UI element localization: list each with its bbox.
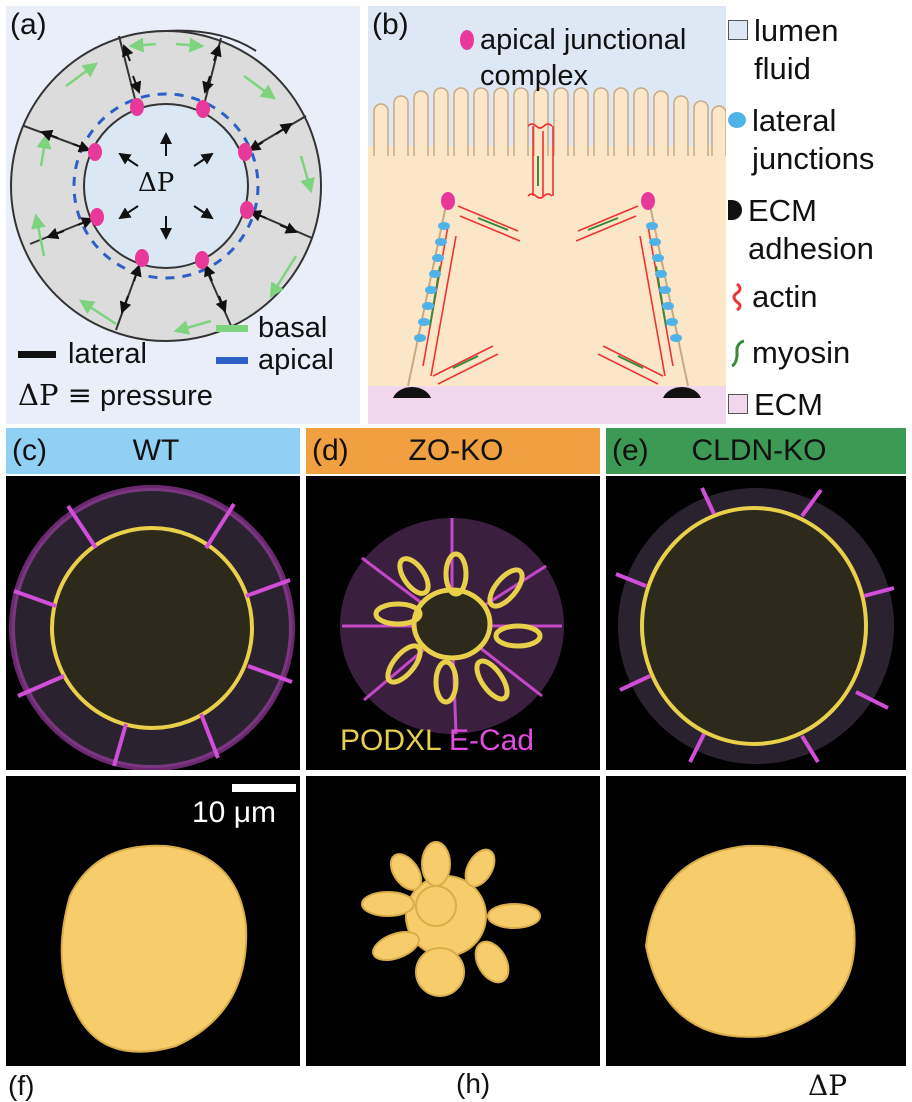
scale-bar xyxy=(232,784,296,792)
pressure-definition: ΔP ≡ pressure xyxy=(18,378,213,413)
pressure-arrows xyxy=(118,132,214,240)
lateral-tension-arrows xyxy=(40,44,298,314)
header-d-name: ZO-KO xyxy=(408,434,504,467)
legend-lateral-junctions-line2: junctions xyxy=(752,141,875,176)
panel-a: (a) ΔP basal apical lateral ΔP ≡ pressur… xyxy=(6,6,360,424)
legend-actin: actin xyxy=(728,278,817,316)
zo-ko-cyst-image xyxy=(340,518,564,735)
legend-ecm: ECM xyxy=(728,386,823,424)
ajc-label-line1: apical junctional xyxy=(480,24,687,56)
lateral-swatch-icon xyxy=(18,351,56,358)
ecm-swatch-icon xyxy=(728,394,748,414)
legend-lumen-line2: fluid xyxy=(754,51,811,86)
apical-tension-arrows xyxy=(72,92,260,280)
legend-apical: apical xyxy=(216,344,334,377)
wt-cyst-image xyxy=(9,485,295,770)
panel-b: (b) apical junctional complex xyxy=(368,6,727,424)
ecm-adhesions xyxy=(393,386,701,398)
wt-lumen-3d xyxy=(60,844,248,1053)
header-e-label: (e) xyxy=(612,434,649,467)
epithelium-schematic xyxy=(368,6,727,424)
lateral-junction-dots xyxy=(414,222,682,342)
ajc-label: apical junctional complex xyxy=(480,22,686,94)
panel-a-label: (a) xyxy=(10,8,47,41)
basal-tension-arrows xyxy=(31,37,315,335)
ecad-label: E-Cad xyxy=(448,724,534,757)
legend-actin-text: actin xyxy=(752,279,818,314)
microvilli xyxy=(373,87,727,165)
cldn-ko-cyst-image xyxy=(615,487,895,764)
legend-lateral: lateral xyxy=(18,338,147,371)
panel-h-delta-p: ΔP xyxy=(808,1069,848,1102)
legend-ecm-adhesion-line2: adhesion xyxy=(748,231,874,266)
actin-bundles xyxy=(422,123,674,385)
panel-h-label: (h) xyxy=(456,1068,491,1099)
zo-ko-lumen-3d xyxy=(361,841,541,997)
legend-lateral-junctions-line1: lateral xyxy=(752,103,837,138)
actin-icon xyxy=(728,282,746,312)
legend-lateral-text: lateral xyxy=(68,338,147,370)
stain-labels: PODXL E-Cad xyxy=(340,724,534,758)
myosin-icon xyxy=(728,338,746,368)
pressure-text: pressure xyxy=(100,380,213,412)
apical-junction-dots xyxy=(88,98,254,269)
panel-b-label: (b) xyxy=(372,8,409,41)
segmentation-wt: 10 μm xyxy=(6,776,300,1066)
legend-lumen-line1: lumen xyxy=(754,13,839,48)
legend-basal: basal xyxy=(216,312,327,345)
podxl-label: PODXL xyxy=(340,724,441,757)
header-c-label: (c) xyxy=(12,434,47,467)
panel-f-label: (f) xyxy=(8,1070,35,1101)
legend-ecm-text: ECM xyxy=(754,387,823,422)
ajc-label-line2: complex xyxy=(480,60,588,92)
legend-myosin-text: myosin xyxy=(752,335,851,370)
segmentation-cldn-ko xyxy=(606,776,906,1066)
apical-junction-dots xyxy=(441,30,655,210)
ecm-region xyxy=(368,386,726,424)
delta-p-label: ΔP xyxy=(138,168,175,198)
cell-ring xyxy=(10,29,322,342)
cyst-schematic xyxy=(10,29,322,342)
micrograph-zo-ko: PODXL E-Cad xyxy=(306,476,600,770)
header-c: (c) WT xyxy=(6,428,300,474)
lateral-junction-icon xyxy=(728,112,746,128)
legend-basal-text: basal xyxy=(258,312,328,344)
header-e: (e) CLDN-KO xyxy=(606,428,906,474)
lumen-swatch-icon xyxy=(728,20,748,40)
legend-ecm-adhesion-line1: ECM xyxy=(748,193,817,228)
apical-swatch-icon xyxy=(216,357,248,364)
cldn-ko-lumen-3d xyxy=(644,844,856,1038)
ecm-adhesion-icon xyxy=(728,200,742,220)
header-d-label: (d) xyxy=(312,434,349,467)
header-d: (d) ZO-KO xyxy=(306,428,600,474)
legend-myosin: myosin xyxy=(728,334,850,372)
header-e-name: CLDN-KO xyxy=(691,434,827,467)
legend-apical-text: apical xyxy=(258,344,334,376)
header-c-name: WT xyxy=(132,434,180,467)
pressure-symbol: ΔP ≡ xyxy=(18,378,92,412)
micrograph-wt xyxy=(6,476,300,770)
segmentation-zo-ko xyxy=(306,776,600,1066)
scale-bar-label: 10 μm xyxy=(192,796,276,829)
basal-swatch-icon xyxy=(216,325,248,332)
micrograph-cldn-ko xyxy=(606,476,906,770)
